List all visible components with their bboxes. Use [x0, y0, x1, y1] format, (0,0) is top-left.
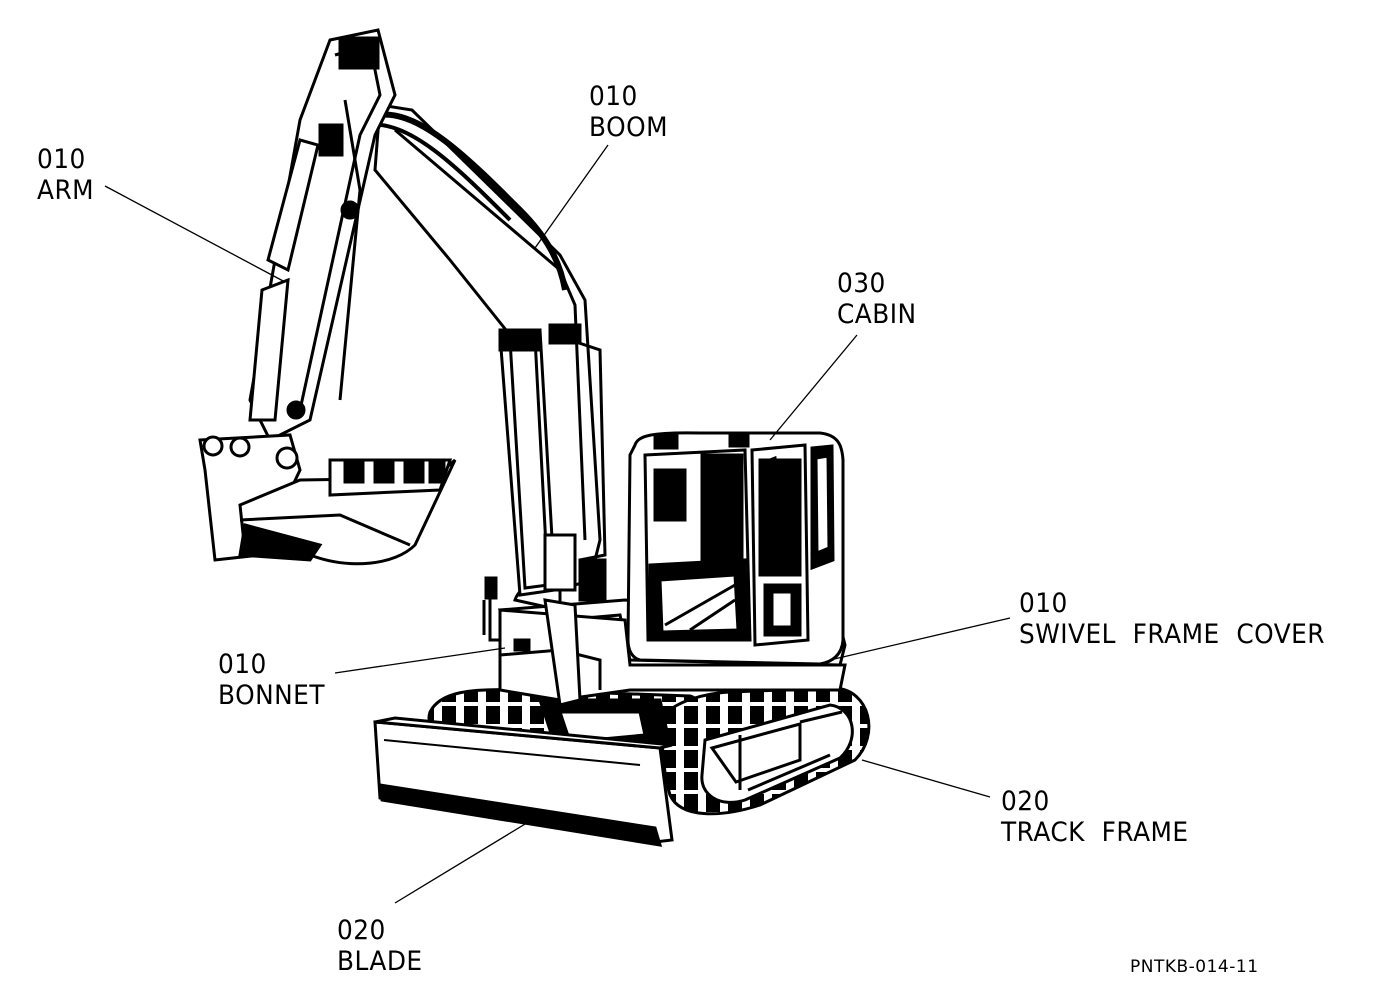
callout-bonnet-code: 010 [218, 649, 267, 680]
callout-swivel-frame-cover: 010 SWIVEL FRAME COVER [1019, 588, 1325, 650]
callout-boom-name: BOOM [589, 112, 668, 143]
blade-leader-line [394, 814, 541, 904]
leader-lines [104, 144, 1011, 904]
arm-leader-line [104, 185, 286, 283]
boom-leader-line [534, 144, 609, 249]
swivel-leader-line [829, 617, 1011, 661]
callout-boom-code: 010 [589, 81, 638, 112]
bonnet-leader-line [334, 647, 506, 674]
bonnet-part [482, 576, 500, 642]
boom-part [369, 103, 607, 707]
callout-arm: 010 ARM [37, 144, 94, 206]
track-leader-line [861, 759, 991, 798]
callout-track-frame: 020 TRACK FRAME [1001, 786, 1189, 848]
bucket-part [198, 400, 457, 566]
callout-swivel-name: SWIVEL FRAME COVER [1019, 619, 1326, 650]
callout-arm-code: 010 [37, 144, 86, 175]
callout-blade: 020 BLADE [337, 915, 423, 977]
callout-cabin-name: CABIN [837, 299, 917, 330]
callout-boom: 010 BOOM [589, 81, 668, 143]
cabin-part [626, 431, 845, 666]
callout-cabin-code: 030 [837, 268, 886, 299]
cabin-leader-line [769, 334, 858, 441]
callout-track-name: TRACK FRAME [1001, 817, 1189, 848]
callout-track-code: 020 [1001, 786, 1050, 817]
callout-bonnet-name: BONNET [218, 680, 325, 711]
arm-part [248, 28, 397, 443]
callout-blade-name: BLADE [337, 946, 423, 977]
callout-swivel-code: 010 [1019, 588, 1068, 619]
figure-code: PNTKB-014-11 [1130, 957, 1259, 977]
callout-cabin: 030 CABIN [837, 268, 917, 330]
blade-part [373, 716, 674, 847]
callout-arm-name: ARM [37, 175, 95, 206]
callout-blade-code: 020 [337, 915, 386, 946]
callout-bonnet: 010 BONNET [218, 649, 325, 711]
